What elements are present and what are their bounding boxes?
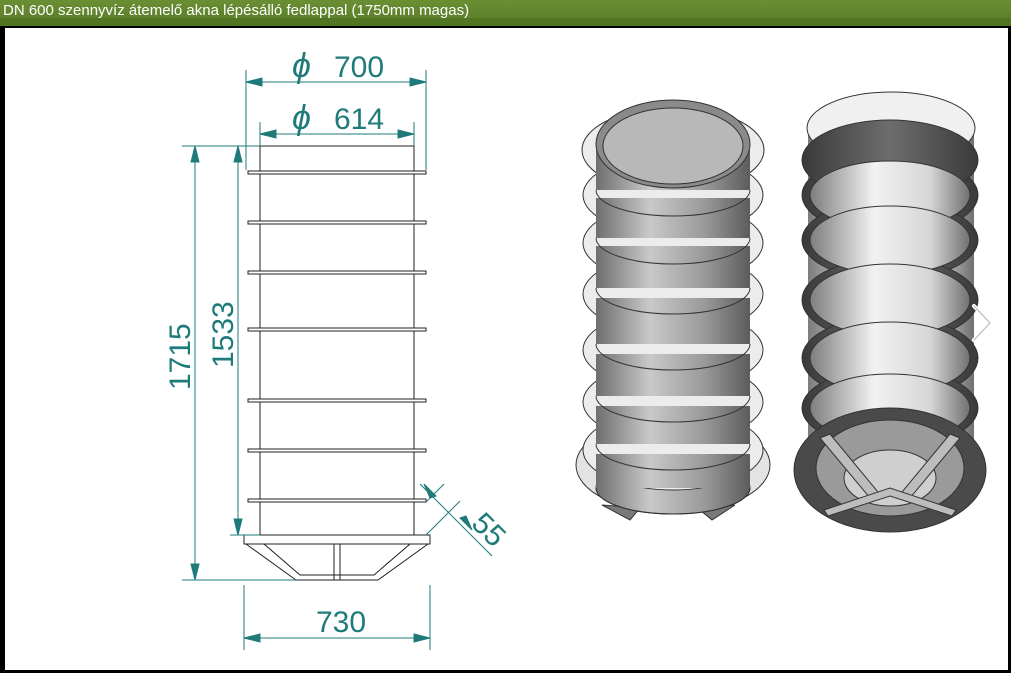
- title-bar-underlay: [0, 18, 1011, 26]
- dimension-labels: ϕ 700 ϕ 614 1715 1533 55 730: [164, 47, 512, 639]
- elevation-drawing: ϕ 700 ϕ 614 1715 1533 55 730: [164, 47, 512, 650]
- diameter-symbol-inner: ϕ: [292, 99, 311, 137]
- diameter-symbol-outer: ϕ: [292, 47, 311, 85]
- shaft-outline: [259, 145, 415, 535]
- chevron-right-icon[interactable]: [962, 298, 1002, 348]
- render-view-top: [575, 99, 771, 521]
- technical-drawing: ϕ 700 ϕ 614 1715 1533 55 730: [164, 47, 987, 650]
- title-bar: DN 600 szennyvíz átemelő akna lépésálló …: [0, 0, 1011, 26]
- shaft-ribs: [247, 170, 427, 503]
- shaft-base: [243, 534, 431, 581]
- dimension-rib-thickness: 55: [465, 507, 512, 554]
- dimension-total-height: 1715: [164, 323, 197, 390]
- render-view-bottom: [793, 91, 987, 533]
- dimension-body-height: 1533: [207, 301, 240, 368]
- dimension-lines: [182, 70, 493, 650]
- dimension-inner-diameter: 614: [334, 103, 384, 136]
- product-image-frame: ϕ 700 ϕ 614 1715 1533 55 730: [5, 28, 1008, 670]
- page-title: DN 600 szennyvíz átemelő akna lépésálló …: [3, 2, 470, 19]
- dimension-outer-diameter: 700: [334, 51, 384, 84]
- dimension-base-width: 730: [316, 606, 366, 639]
